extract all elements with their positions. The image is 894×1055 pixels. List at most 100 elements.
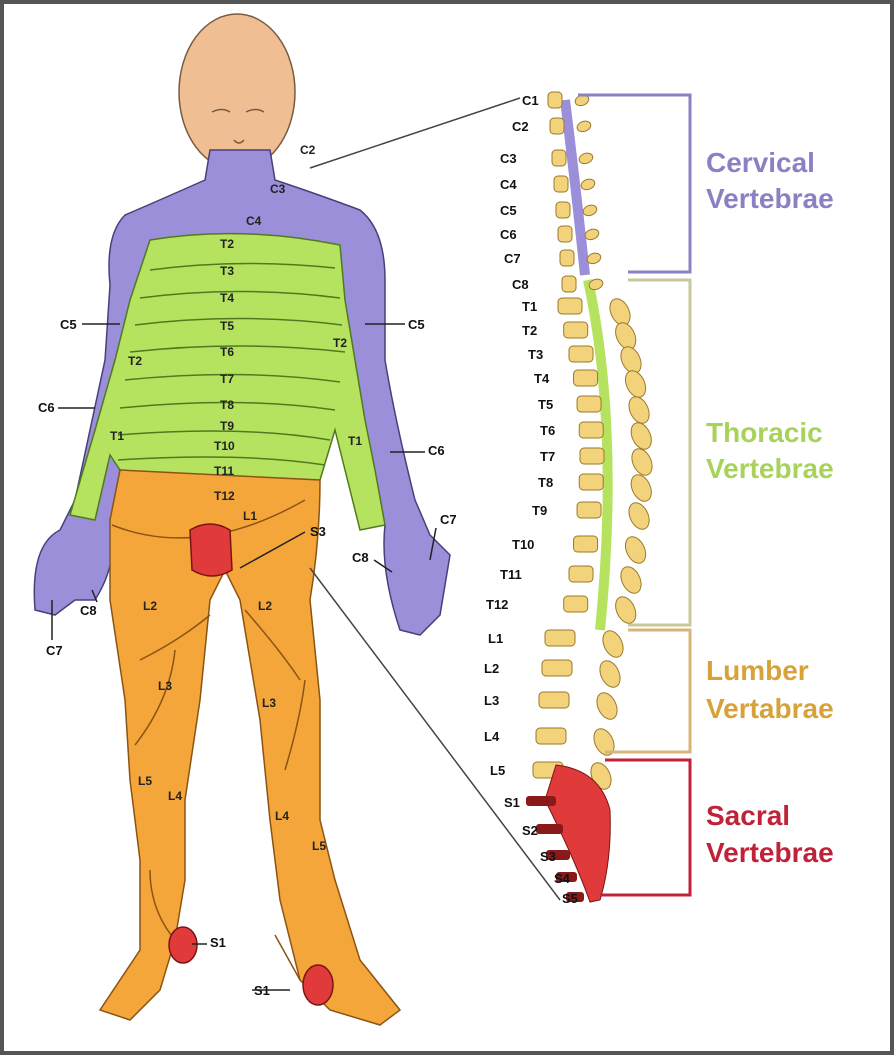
spinous-process-c4	[580, 177, 597, 191]
spinous-process-l4	[590, 726, 618, 759]
sacral-segment-s1	[526, 796, 556, 806]
vertebra-t3	[569, 346, 593, 362]
vertebra-l4	[536, 728, 566, 744]
spine-label-t5: T5	[538, 397, 553, 412]
vertebra-c3	[552, 150, 566, 166]
region-thoracic-line1: Thoracic	[706, 417, 823, 448]
label-right-l4: L4	[275, 809, 289, 823]
label-left-l4: L4	[168, 789, 182, 803]
label-right-t1: T1	[348, 434, 362, 448]
spine-label-t8: T8	[538, 475, 553, 490]
spinous-process-t10	[621, 534, 649, 567]
region-cervical-line2: Vertebrae	[706, 183, 834, 214]
torso-label-t6: T6	[220, 345, 234, 359]
spinous-process-l2	[596, 658, 624, 691]
vertebra-t4	[574, 370, 598, 386]
label-hip-l1: L1	[243, 509, 257, 523]
label-left-t1: T1	[110, 429, 124, 443]
label-right-c7: C7	[440, 512, 457, 527]
label-left-t2: T2	[128, 354, 142, 368]
sacral-left-foot-patch	[169, 927, 197, 963]
sacral-right-foot-patch	[303, 965, 333, 1005]
spine-label-c3: C3	[500, 151, 517, 166]
spine-label-t4: T4	[534, 371, 550, 386]
vertebra-t12	[564, 596, 588, 612]
spine-label-t12: T12	[486, 597, 508, 612]
spine-label-l5: L5	[490, 763, 505, 778]
label-right-t2: T2	[333, 336, 347, 350]
region-cervical-line1: Cervical	[706, 147, 815, 178]
label-left-s1: S1	[210, 935, 226, 950]
label-right-l3: L3	[262, 696, 276, 710]
spine-label-c4: C4	[500, 177, 517, 192]
torso-label-t3: T3	[220, 264, 234, 278]
label-left-c6: C6	[38, 400, 55, 415]
label-left-c5: C5	[60, 317, 77, 332]
spinous-process-l1	[599, 628, 627, 661]
vertebra-t10	[574, 536, 598, 552]
vertebra-t5	[577, 396, 601, 412]
region-titles: Cervical Vertebrae Thoracic Vertebrae Lu…	[706, 147, 834, 868]
spinous-process-c5	[582, 203, 599, 217]
region-sacral-line1: Sacral	[706, 800, 790, 831]
region-sacral-line2: Vertebrae	[706, 837, 834, 868]
vertebra-c7	[560, 250, 574, 266]
spinous-process-t5	[625, 394, 653, 427]
vertebra-c8	[562, 276, 576, 292]
vertebra-c4	[554, 176, 568, 192]
spine-label-t6: T6	[540, 423, 555, 438]
spinous-process-t6	[627, 420, 655, 453]
spine-label-c7: C7	[504, 251, 521, 266]
spine-label-t7: T7	[540, 449, 555, 464]
label-left-l5: L5	[138, 774, 152, 788]
vertebrae-stack	[533, 92, 656, 792]
vertebra-c2	[550, 118, 564, 134]
torso-label-t11: T11	[214, 464, 234, 478]
label-right-l2: L2	[258, 599, 272, 613]
spine-label-t11: T11	[500, 567, 522, 582]
sacral-groin-patch	[190, 524, 232, 576]
torso-label-t8: T8	[220, 398, 234, 412]
spine-label-c5: C5	[500, 203, 517, 218]
vertebra-c1	[548, 92, 562, 108]
spine-label-l4: L4	[484, 729, 500, 744]
vertebra-c5	[556, 202, 570, 218]
label-left-l3: L3	[158, 679, 172, 693]
spine-label-t10: T10	[512, 537, 534, 552]
spinous-process-t4	[621, 368, 649, 401]
label-neck-c2: C2	[300, 143, 316, 157]
spinous-process-c2	[576, 119, 593, 133]
vertebra-l3	[539, 692, 569, 708]
spinous-process-t7	[628, 446, 656, 479]
vertebra-c6	[558, 226, 572, 242]
torso-label-t9: T9	[220, 419, 234, 433]
head	[179, 14, 295, 170]
label-right-c6: C6	[428, 443, 445, 458]
bracket-sacral	[600, 760, 690, 895]
spine-label-l1: L1	[488, 631, 503, 646]
label-right-c8: C8	[352, 550, 369, 565]
sacral-segment-s2	[536, 824, 563, 834]
spinous-process-t9	[625, 500, 653, 533]
label-shoulder-c4: C4	[246, 214, 262, 228]
torso-label-t7: T7	[220, 372, 234, 386]
label-right-l5: L5	[312, 839, 326, 853]
vertebra-l2	[542, 660, 572, 676]
label-groin-s3: S3	[310, 524, 326, 539]
spine-label-s4: S4	[554, 871, 571, 886]
spine-label-t1: T1	[522, 299, 537, 314]
region-lumbar-line2: Vertabrae	[706, 693, 834, 724]
spine-label-c2: C2	[512, 119, 529, 134]
spine-label-c8: C8	[512, 277, 529, 292]
torso-label-t4: T4	[220, 291, 234, 305]
region-lumbar-line1: Lumber	[706, 655, 809, 686]
spine-label-c1: C1	[522, 93, 539, 108]
vertebra-t9	[577, 502, 601, 518]
label-neck-c3: C3	[270, 182, 286, 196]
torso-label-t12: T12	[214, 489, 235, 503]
spine-label-t9: T9	[532, 503, 547, 518]
spine-label-t2: T2	[522, 323, 537, 338]
label-left-c7: C7	[46, 643, 63, 658]
vertebra-l1	[545, 630, 575, 646]
